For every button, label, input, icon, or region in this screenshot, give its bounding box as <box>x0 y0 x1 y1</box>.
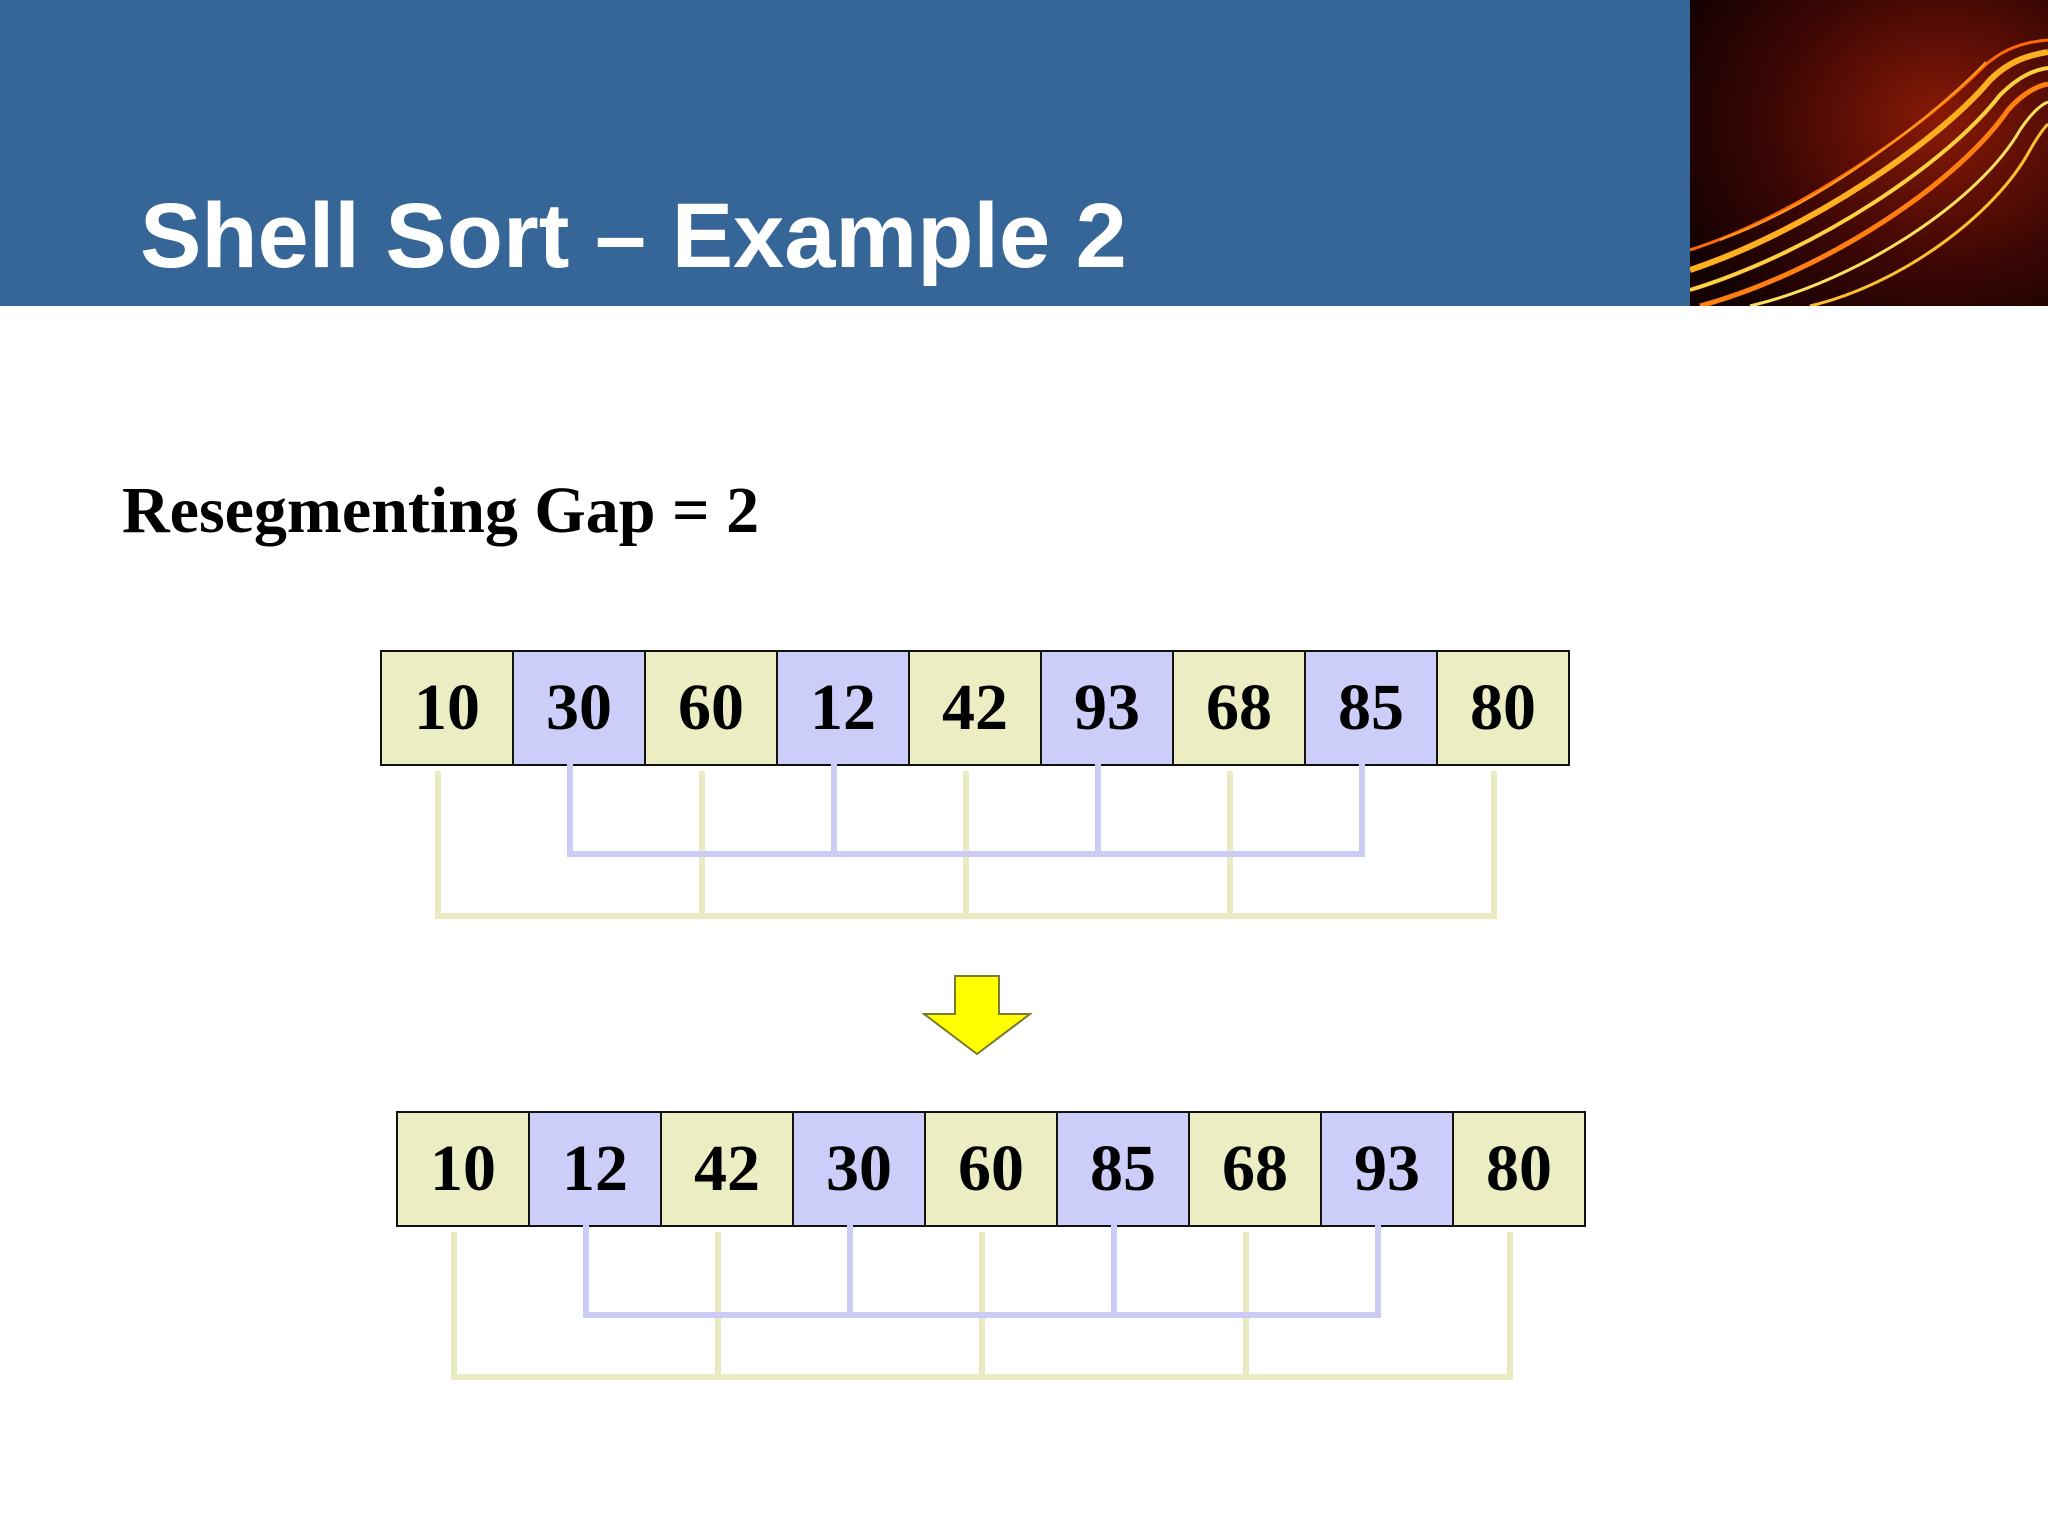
before-cell-8: 80 <box>1436 650 1570 766</box>
down-arrow-icon <box>921 974 1033 1061</box>
before-cell-3: 12 <box>776 650 910 766</box>
before-cell-5: 93 <box>1040 650 1174 766</box>
after-cell-5: 85 <box>1056 1111 1190 1227</box>
before-cell-0: 10 <box>380 650 514 766</box>
slide-title: Shell Sort – Example 2 <box>140 185 1127 287</box>
before-cell-2: 60 <box>644 650 778 766</box>
after-cell-4: 60 <box>924 1111 1058 1227</box>
after-cell-1: 12 <box>528 1111 662 1227</box>
gap-heading: Resegmenting Gap = 2 <box>122 474 760 547</box>
before-cell-1: 30 <box>512 650 646 766</box>
header-band <box>0 0 1690 306</box>
before-cell-6: 68 <box>1172 650 1306 766</box>
header-image <box>1690 0 2048 306</box>
after-cell-8: 80 <box>1452 1111 1586 1227</box>
before-cell-4: 42 <box>908 650 1042 766</box>
after-cell-6: 68 <box>1188 1111 1322 1227</box>
after-cell-0: 10 <box>396 1111 530 1227</box>
after-cell-2: 42 <box>660 1111 794 1227</box>
after-cell-3: 30 <box>792 1111 926 1227</box>
after-cell-7: 93 <box>1320 1111 1454 1227</box>
